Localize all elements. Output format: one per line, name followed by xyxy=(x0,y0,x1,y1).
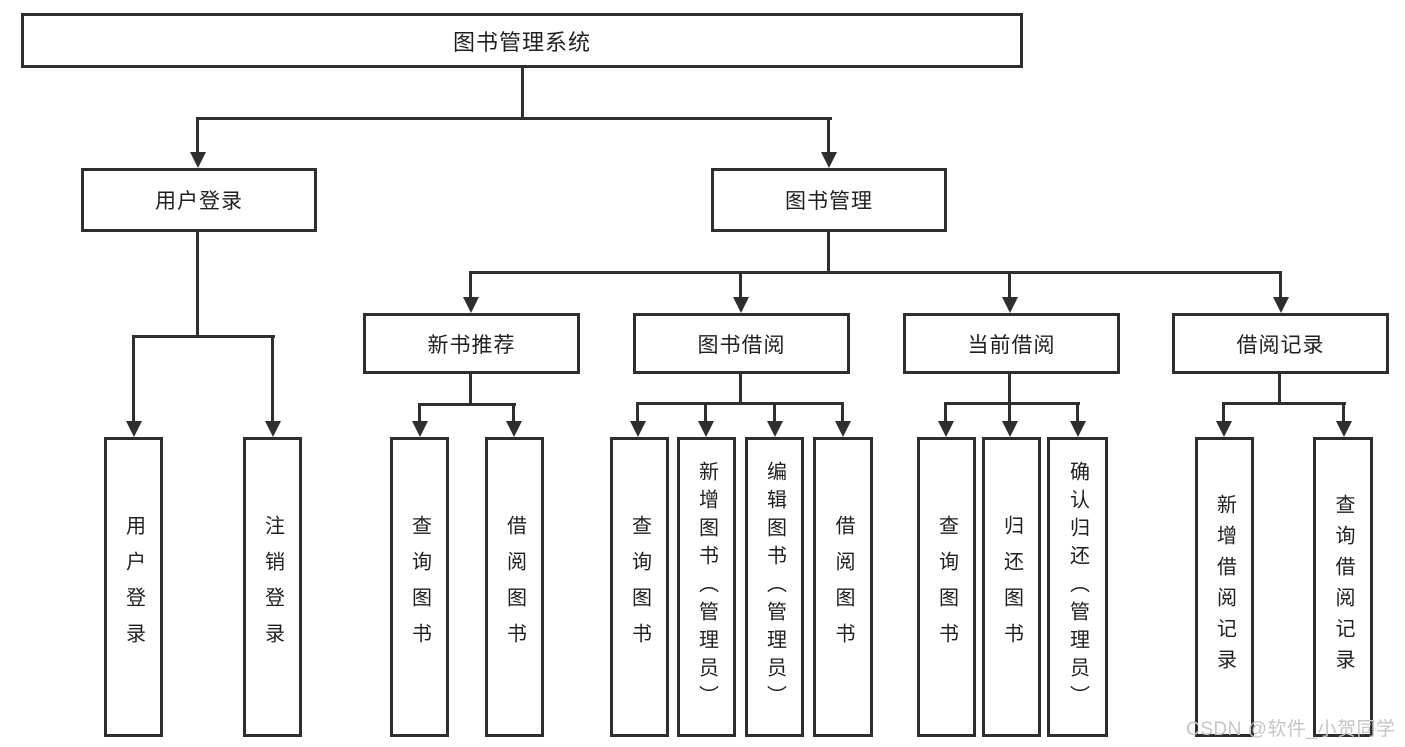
connector-line xyxy=(512,403,515,423)
connector-line xyxy=(739,374,742,404)
arrow-down-icon xyxy=(463,297,479,313)
leaf-query-books-current: 查询图书 xyxy=(917,437,976,737)
arrow-down-icon xyxy=(190,152,206,168)
connector-line xyxy=(469,271,1282,274)
connector-line xyxy=(1222,402,1346,405)
leaf-query-borrow-record: 查询借阅记录 xyxy=(1313,437,1373,737)
node-library-management-system: 图书管理系统 xyxy=(21,13,1023,68)
watermark: CSDN @软件_小贺同学 xyxy=(1186,719,1396,740)
leaf-query-books-borrowing: 查询图书 xyxy=(610,437,669,737)
connector-line xyxy=(196,232,199,335)
node-label: 借阅图书 xyxy=(503,515,526,659)
connector-line xyxy=(132,335,275,338)
connector-line xyxy=(196,117,832,120)
arrow-down-icon xyxy=(767,421,783,437)
node-label: 编辑图书（管理员） xyxy=(763,461,786,713)
arrow-down-icon xyxy=(698,421,714,437)
connector-line xyxy=(827,117,830,156)
leaf-edit-books-admin: 编辑图书（管理员） xyxy=(745,437,804,737)
arrow-down-icon xyxy=(506,421,522,437)
node-label: 用户登录 xyxy=(155,190,243,213)
node-label: 图书管理系统 xyxy=(452,29,591,55)
connector-line xyxy=(418,403,516,406)
arrow-down-icon xyxy=(1070,421,1086,437)
connector-line xyxy=(132,335,135,423)
connector-line xyxy=(271,335,274,423)
arrow-down-icon xyxy=(1002,297,1018,313)
node-label: 图书管理 xyxy=(785,190,873,213)
connector-line xyxy=(636,402,639,423)
node-label: 查询图书 xyxy=(408,515,431,659)
node-label: 归还图书 xyxy=(1000,515,1023,659)
arrow-down-icon xyxy=(938,421,954,437)
connector-line xyxy=(1222,402,1225,423)
leaf-logout: 注销登录 xyxy=(243,437,302,737)
connector-line xyxy=(773,402,776,423)
leaf-return-books: 归还图书 xyxy=(982,437,1041,737)
leaf-borrow-books-borrowing: 借阅图书 xyxy=(813,437,873,737)
arrow-down-icon xyxy=(835,421,851,437)
arrow-down-icon xyxy=(821,152,837,168)
arrow-down-icon xyxy=(412,421,428,437)
node-current-borrowing: 当前借阅 xyxy=(903,313,1120,374)
arrow-down-icon xyxy=(1002,421,1018,437)
connector-line xyxy=(944,402,947,423)
connector-line xyxy=(1278,374,1281,404)
arrow-down-icon xyxy=(1216,421,1232,437)
leaf-confirm-return-admin: 确认归还（管理员） xyxy=(1047,437,1108,737)
connector-line xyxy=(944,402,1080,405)
node-label: 新书推荐 xyxy=(427,333,516,357)
arrow-down-icon xyxy=(126,421,142,437)
connector-line xyxy=(739,271,742,299)
node-label: 注销登录 xyxy=(261,515,284,659)
leaf-add-borrow-record: 新增借阅记录 xyxy=(1195,437,1254,737)
connector-line xyxy=(196,117,199,156)
arrow-down-icon xyxy=(1273,297,1289,313)
leaf-user-login: 用户登录 xyxy=(104,437,163,737)
connector-line xyxy=(1076,402,1079,423)
connector-line xyxy=(469,271,472,299)
connector-line xyxy=(1279,271,1282,299)
leaf-add-books-admin: 新增图书（管理员） xyxy=(677,437,736,737)
connector-line xyxy=(521,68,524,119)
node-label: 用户登录 xyxy=(122,515,145,659)
arrow-down-icon xyxy=(1336,421,1352,437)
node-label: 图书借阅 xyxy=(697,333,786,357)
arrow-down-icon xyxy=(630,421,646,437)
node-new-book-recommendation: 新书推荐 xyxy=(363,313,580,374)
connector-line xyxy=(1008,402,1011,423)
connector-line xyxy=(1342,402,1345,423)
connector-line xyxy=(704,402,707,423)
node-user-login: 用户登录 xyxy=(81,168,317,232)
node-label: 查询图书 xyxy=(935,515,958,659)
node-label: 确认归还（管理员） xyxy=(1066,461,1089,713)
connector-line xyxy=(827,232,830,273)
node-label: 新增图书（管理员） xyxy=(695,461,718,713)
connector-line xyxy=(1008,271,1011,299)
leaf-borrow-books-recommend: 借阅图书 xyxy=(485,437,544,737)
node-label: 查询借阅记录 xyxy=(1332,494,1354,680)
node-borrowing-records: 借阅记录 xyxy=(1172,313,1389,374)
connector-line xyxy=(418,403,421,423)
connector-line xyxy=(1008,374,1011,404)
leaf-query-books-recommend: 查询图书 xyxy=(390,437,449,737)
arrow-down-icon xyxy=(265,421,281,437)
node-label: 当前借阅 xyxy=(967,333,1056,357)
node-book-borrowing: 图书借阅 xyxy=(633,313,850,374)
connector-line xyxy=(636,402,844,405)
node-label: 借阅图书 xyxy=(832,515,854,659)
node-label: 借阅记录 xyxy=(1236,333,1325,357)
node-book-management: 图书管理 xyxy=(711,168,947,232)
arrow-down-icon xyxy=(733,297,749,313)
connector-line xyxy=(841,402,844,423)
node-label: 新增借阅记录 xyxy=(1213,494,1236,680)
connector-line xyxy=(469,374,472,405)
node-label: 查询图书 xyxy=(628,515,651,659)
